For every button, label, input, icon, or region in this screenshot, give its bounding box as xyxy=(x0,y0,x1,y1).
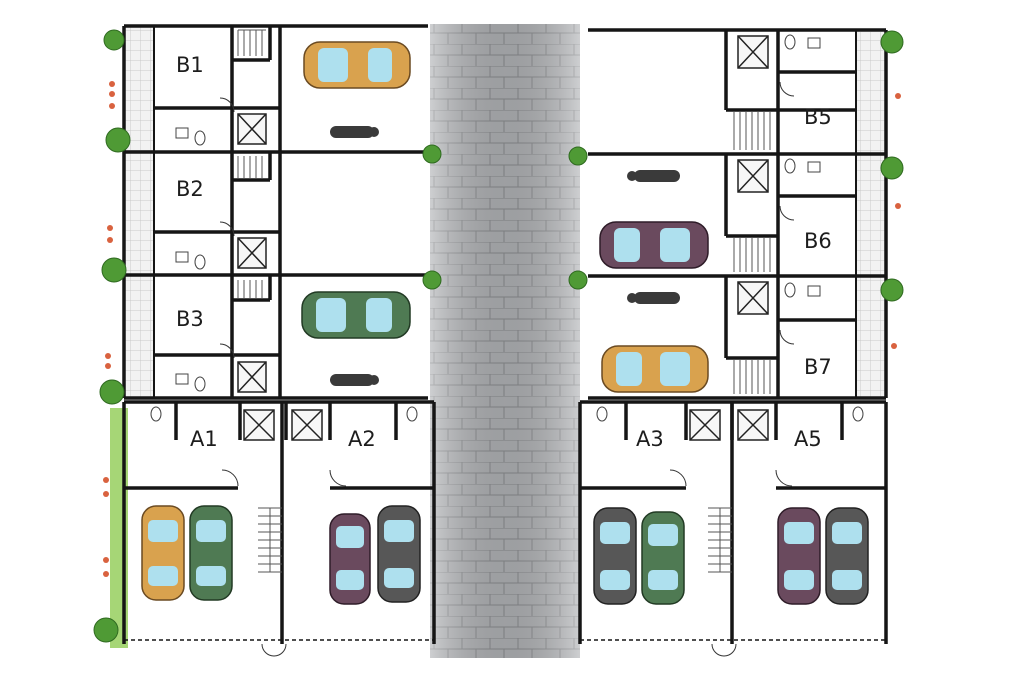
car-icon xyxy=(777,507,821,605)
car-icon xyxy=(599,221,709,269)
motorbike-icon xyxy=(627,292,680,304)
unit-label-a5: A5 xyxy=(794,427,822,451)
car-icon xyxy=(641,511,685,605)
elevator-icon xyxy=(237,35,769,441)
unit-label-b6: B6 xyxy=(804,229,832,253)
car-icon xyxy=(601,345,709,393)
car-icon xyxy=(825,507,869,605)
car-icon xyxy=(301,291,411,339)
car-icon xyxy=(141,505,185,601)
tree-icon xyxy=(93,29,904,643)
car-icon xyxy=(377,505,421,603)
car-icon xyxy=(593,507,637,605)
motorbike-icon xyxy=(330,374,379,386)
staircase-icon xyxy=(237,29,771,573)
unit-label-a2: A2 xyxy=(348,427,376,451)
right-tiled-walkway xyxy=(856,32,886,398)
b-row-right-walls xyxy=(588,28,888,400)
unit-label-b7: B7 xyxy=(804,355,832,379)
car-icon xyxy=(189,505,233,601)
central-road xyxy=(430,24,580,658)
door-icon xyxy=(219,81,795,657)
unit-label-b2: B2 xyxy=(176,177,204,201)
b-row-left-walls xyxy=(122,24,428,400)
unit-label-b3: B3 xyxy=(176,307,204,331)
motorbike-icon xyxy=(330,126,379,138)
flower-beds xyxy=(103,81,901,577)
car-icon xyxy=(303,41,411,89)
motorbike-icon xyxy=(627,170,680,182)
unit-label-a3: A3 xyxy=(636,427,664,451)
toilet-icon xyxy=(150,34,864,422)
unit-label-a1: A1 xyxy=(190,427,218,451)
unit-label-b1: B1 xyxy=(176,53,204,77)
unit-label-b5: B5 xyxy=(804,105,832,129)
a-row-walls xyxy=(122,400,888,644)
car-icon xyxy=(329,513,371,605)
left-tiled-walkway xyxy=(124,26,154,398)
